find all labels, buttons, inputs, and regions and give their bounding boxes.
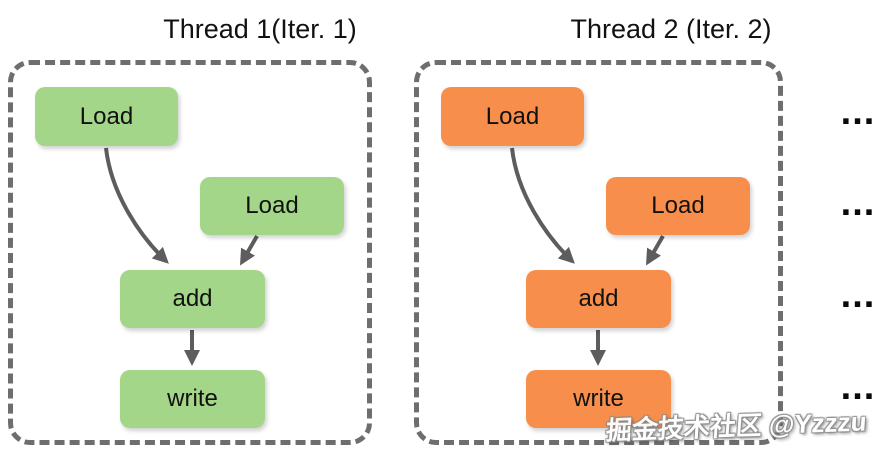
- watermark-text: 掘金技术社区 @Yzzzu: [604, 406, 868, 446]
- ellipsis-row-write: ...: [840, 366, 876, 408]
- thread1-title: Thread 1(Iter. 1): [163, 14, 357, 44]
- thread2-node-load1: Load: [441, 87, 584, 146]
- thread1-node-load1: Load: [35, 87, 178, 146]
- thread2-title: Thread 2 (Iter. 2): [570, 14, 772, 44]
- thread2-panel: Load Load add write: [414, 60, 783, 445]
- thread1-panel: Load Load add write: [8, 60, 372, 445]
- arrow-load1-to-add: [510, 147, 575, 264]
- thread2-node-load2: Load: [606, 177, 750, 235]
- thread1-node-add: add: [120, 270, 265, 328]
- arrow-load2-to-add: [240, 235, 259, 266]
- thread1-node-write: write: [120, 370, 265, 428]
- thread2-node-write: write: [526, 370, 671, 428]
- arrow-load2-to-add: [646, 235, 665, 266]
- ellipsis-row-add: ...: [840, 274, 876, 316]
- thread2-node-add: add: [526, 270, 671, 328]
- thread1-node-load2: Load: [200, 177, 344, 235]
- ellipsis-row-load2: ...: [840, 182, 876, 224]
- arrow-load1-to-add: [104, 147, 169, 264]
- ellipsis-row-load1: ...: [840, 91, 876, 133]
